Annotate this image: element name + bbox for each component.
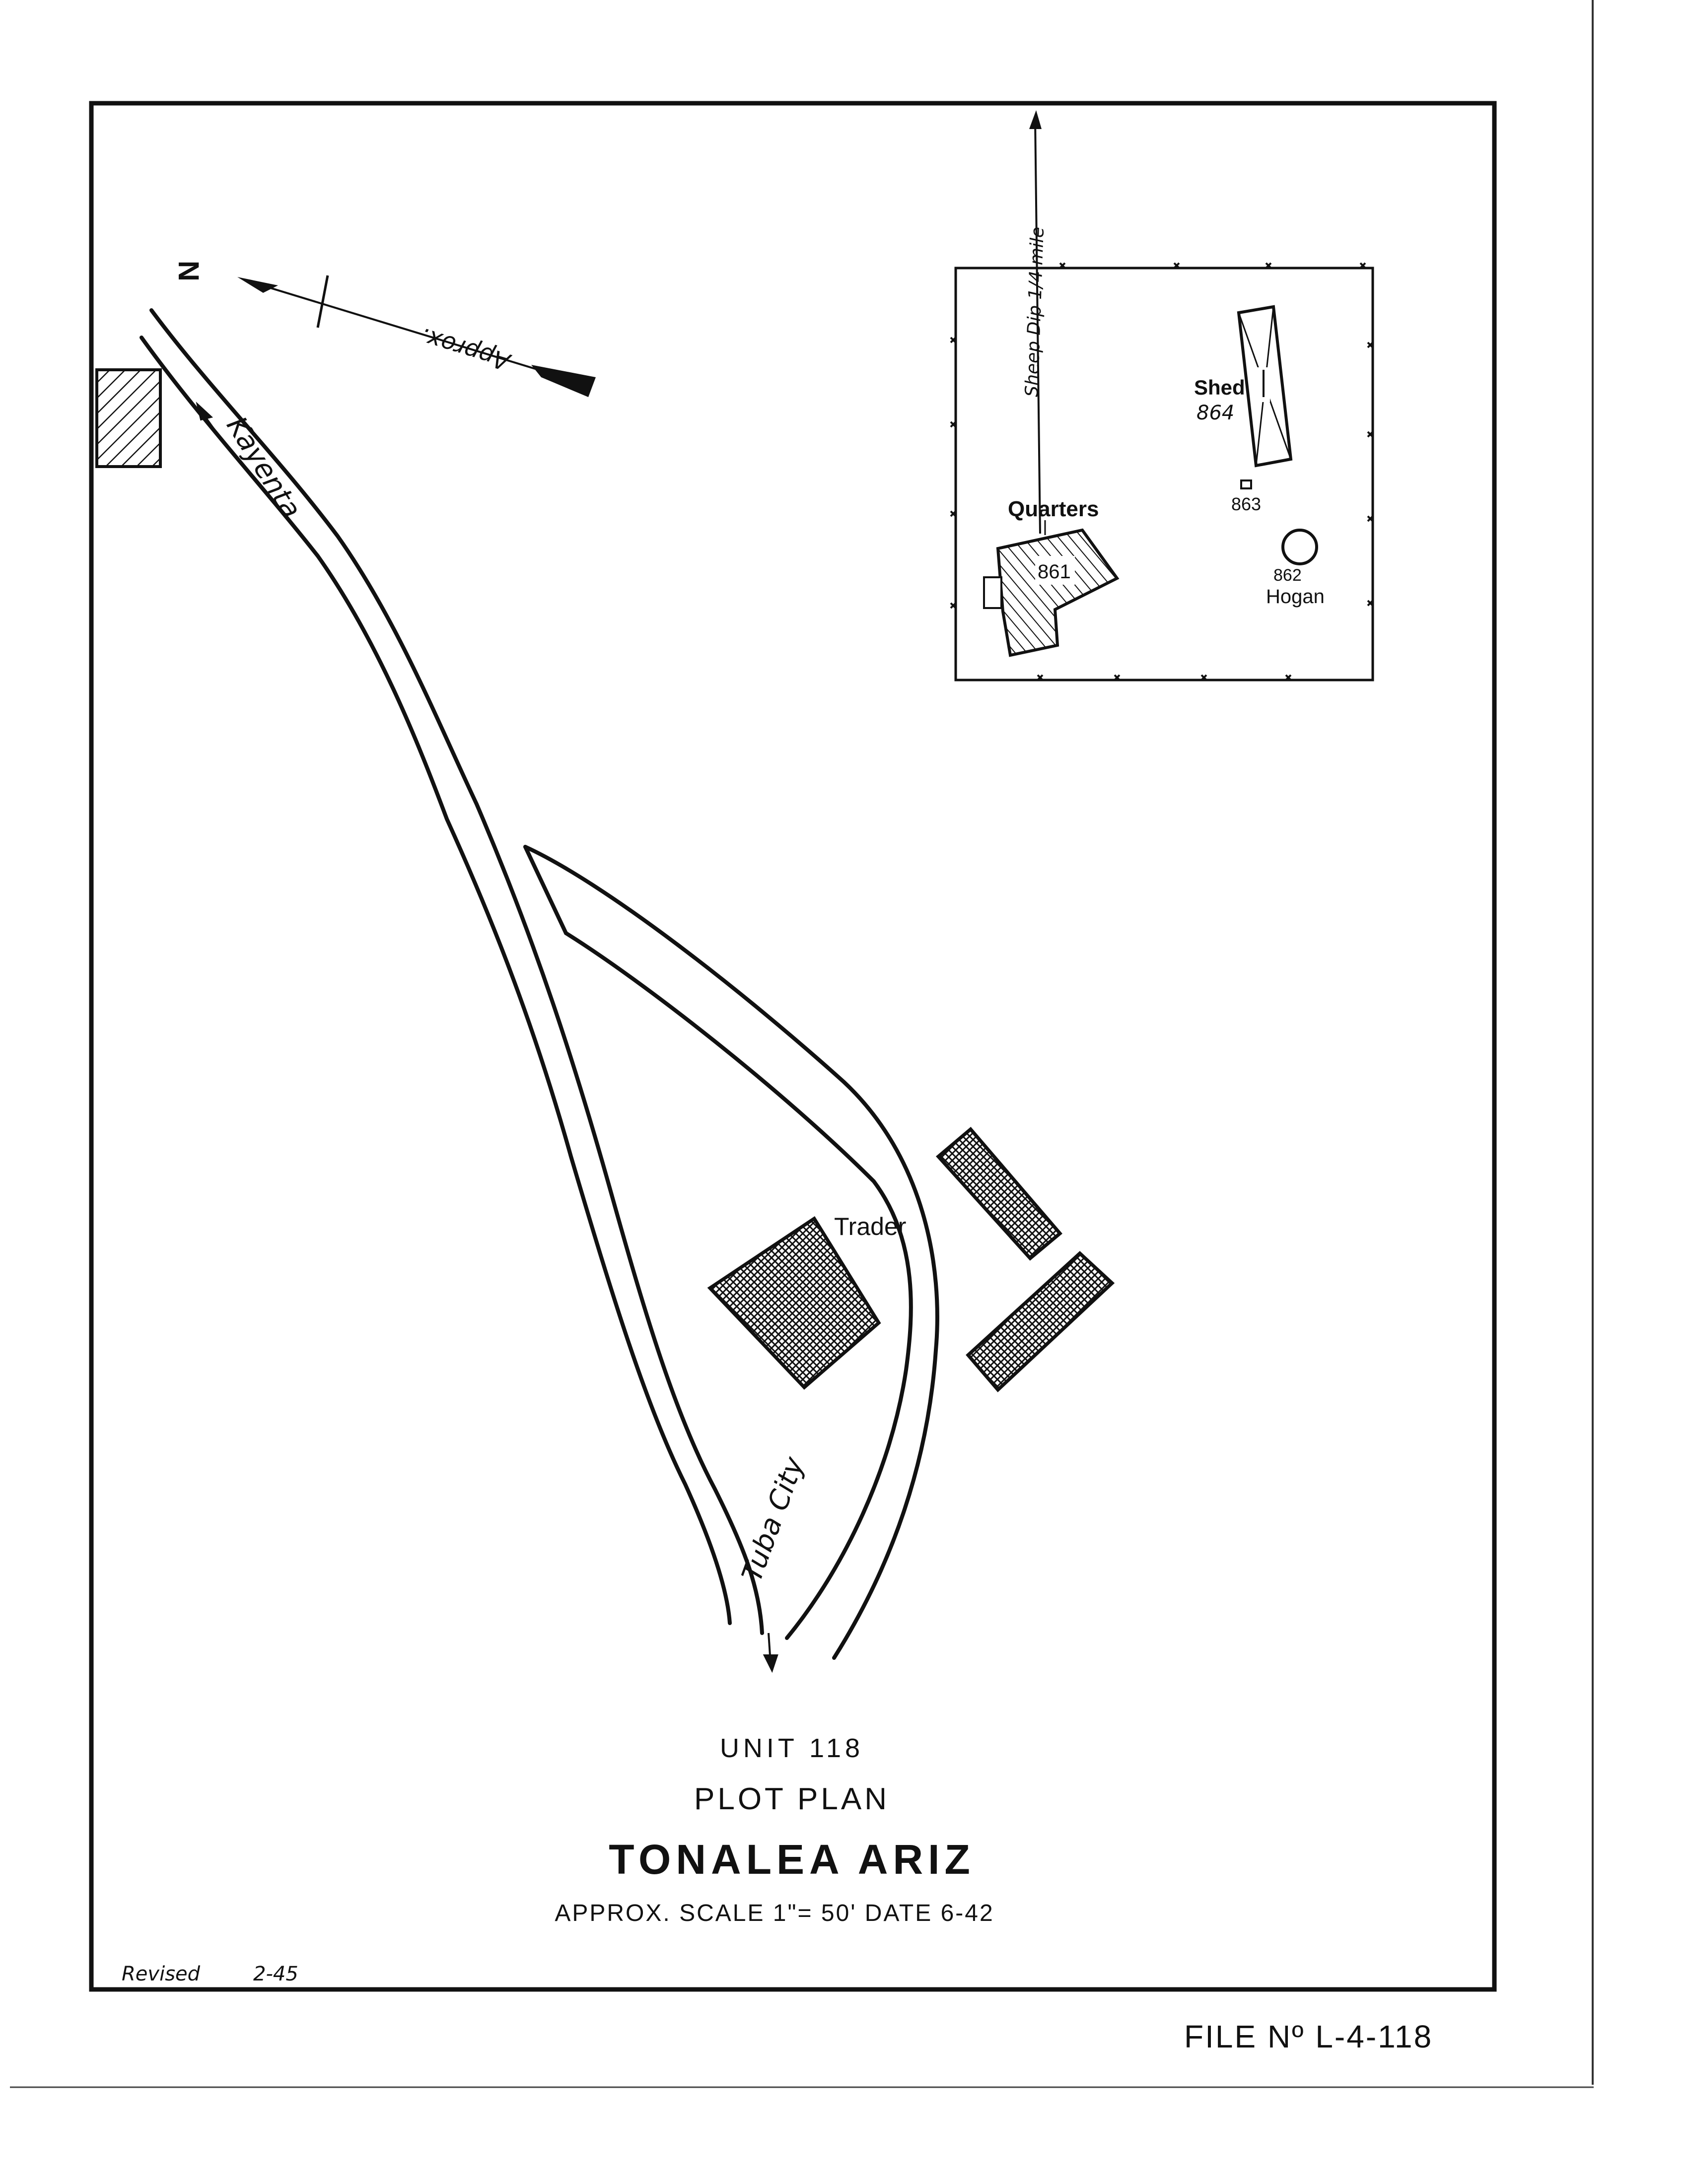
compound: Sheep Dip 1/4 mile 861 Quarters Shed 864… (950, 110, 1374, 682)
shed-number: 864 (1196, 402, 1234, 424)
scale-and-date: APPROX. SCALE 1"= 50' DATE 6-42 (555, 1900, 994, 1926)
compound-fence (954, 267, 1374, 682)
revision-label: Revised (122, 1963, 201, 1985)
road-fork-link (523, 845, 568, 935)
road-left-edge-outer (149, 308, 764, 1635)
sheep-dip-line (1034, 119, 1041, 534)
road-right-edge-outer (523, 845, 939, 1660)
building-863 (1240, 479, 1252, 489)
shed-label: Shed (1194, 376, 1245, 399)
trader-outbuilding-south (966, 1251, 1115, 1393)
north-arrow-tail (531, 365, 596, 397)
quarters-label: Quarters (1008, 497, 1099, 521)
trader-label: Trader (834, 1213, 906, 1240)
quarters-building (996, 528, 1120, 657)
north-arrow: N Approx. (172, 261, 596, 397)
revision-date: 2-45 (253, 1963, 298, 1985)
quarters-porch (983, 576, 1002, 609)
road-label-tuba-city: Tuba City (736, 1452, 811, 1586)
file-number: FILE Nº L-4-118 (1184, 2019, 1433, 2054)
quarters-number: 861 (1038, 561, 1071, 583)
sheep-dip-label: Sheep Dip 1/4 mile (1022, 226, 1048, 397)
place-name: TONALEA ARIZ (609, 1836, 975, 1883)
north-arrow-shaft (250, 281, 571, 381)
building-northwest (95, 368, 162, 468)
building-863-number: 863 (1231, 494, 1261, 514)
trader-outbuilding-north (935, 1127, 1062, 1261)
north-letter: N (172, 261, 205, 281)
hogan-symbol (1281, 529, 1318, 565)
title-block: UNIT 118 PLOT PLAN TONALEA ARIZ APPROX. … (555, 1733, 994, 1926)
road-arrows (196, 402, 778, 1673)
drawing-frame (89, 101, 1497, 1992)
road-left-edge-inner (140, 336, 732, 1625)
roads (140, 308, 939, 1660)
tuba-city-arrow-head (763, 1654, 778, 1673)
road-right-edge-inner (564, 931, 913, 1640)
fence-marks (950, 262, 1374, 681)
trader-buildings: Trader (707, 1127, 1115, 1393)
hogan-label: Hogan (1266, 586, 1325, 608)
sheep-dip-arrow (1029, 110, 1042, 129)
kayenta-arrow-head (196, 402, 213, 421)
plan-subtitle: PLOT PLAN (694, 1782, 890, 1816)
hogan-number: 862 (1273, 566, 1302, 585)
road-label-kayenta: Kayenta (220, 411, 307, 524)
north-arrow-tick (316, 275, 329, 328)
trader-main-building (707, 1216, 881, 1390)
approx-note: Approx. (417, 322, 515, 376)
north-arrow-head (237, 277, 278, 293)
quarters-no-backdrop (1035, 556, 1075, 585)
unit-number: UNIT 118 (720, 1733, 864, 1763)
